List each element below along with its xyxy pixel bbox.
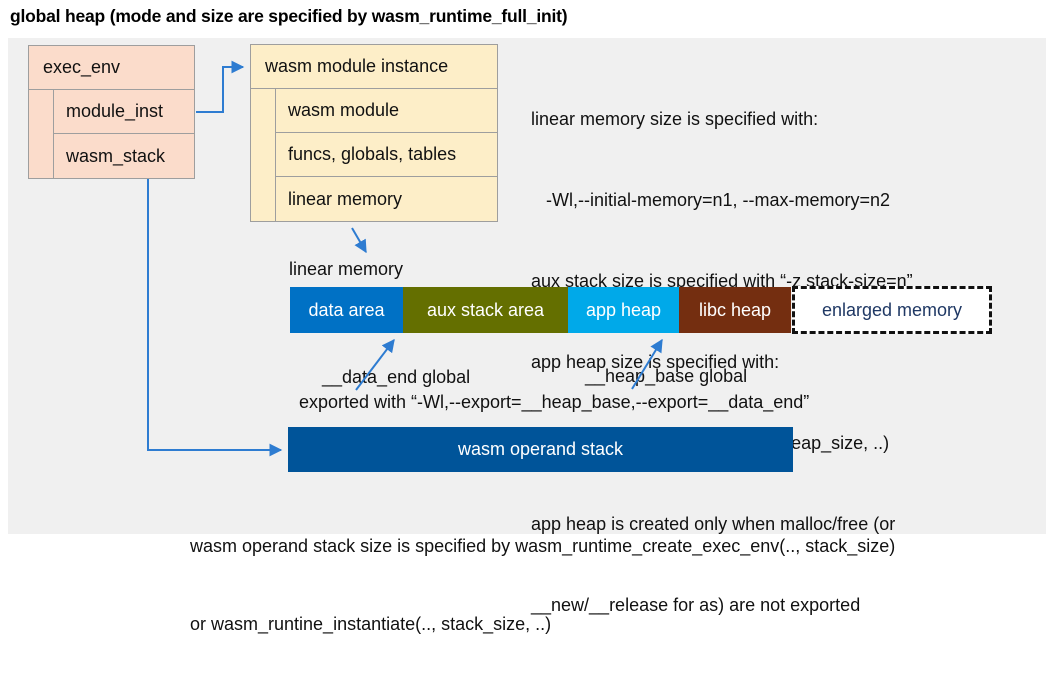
segment-data-area: data area (290, 287, 403, 333)
exec-env-header: exec_env (29, 46, 194, 90)
annotation-heap-base-global: __heap_base global (585, 366, 748, 386)
exec-env-field-module-inst: module_inst (54, 90, 194, 134)
note-line: app heap is created only when malloc/fre… (531, 514, 896, 534)
annotation-data-end-global: __data_end global (322, 367, 471, 387)
segment-libc-heap: libc heap (679, 287, 791, 333)
note-line: app heap size is specified with: (531, 352, 780, 372)
segment-app-heap: app heap (568, 287, 679, 333)
exec-env-indent (29, 90, 54, 178)
linear-memory-bar: data area aux stack area app heap libc h… (290, 287, 791, 333)
note-line: -Wl,--initial-memory=n1, --max-memory=n2 (531, 190, 891, 210)
module-instance-indent (251, 89, 276, 221)
note-line: wasm operand stack size is specified by … (190, 536, 896, 556)
segment-aux-stack-area: aux stack area (403, 287, 568, 333)
annotation-exported-with: exported with “-Wl,--export=__heap_base,… (299, 392, 810, 412)
note-line: linear memory size is specified with: (531, 109, 819, 129)
linear-memory-label: linear memory (289, 259, 404, 279)
diagram-title: global heap (mode and size are specified… (10, 6, 568, 26)
segment-enlarged-memory: enlarged memory (792, 286, 992, 334)
module-instance-field-wasm-module: wasm module (276, 89, 497, 133)
diagram-stage: global heap (mode and size are specified… (8, 6, 1046, 634)
module-instance-box: wasm module instance wasm module funcs, … (250, 44, 498, 222)
module-instance-field-funcs-globals-tables: funcs, globals, tables (276, 133, 497, 177)
note-line: or wasm_runtine_instantiate(.., stack_si… (190, 614, 552, 634)
notes-operand-stack: wasm operand stack size is specified by … (190, 481, 895, 689)
exec-env-field-wasm-stack: wasm_stack (66, 145, 166, 166)
module-instance-field-linear-memory: linear memory (288, 188, 403, 209)
exec-env-box: exec_env module_inst wasm_stack (28, 45, 195, 179)
operand-stack-bar: wasm operand stack (288, 427, 793, 472)
module-instance-header: wasm module instance (251, 45, 497, 89)
